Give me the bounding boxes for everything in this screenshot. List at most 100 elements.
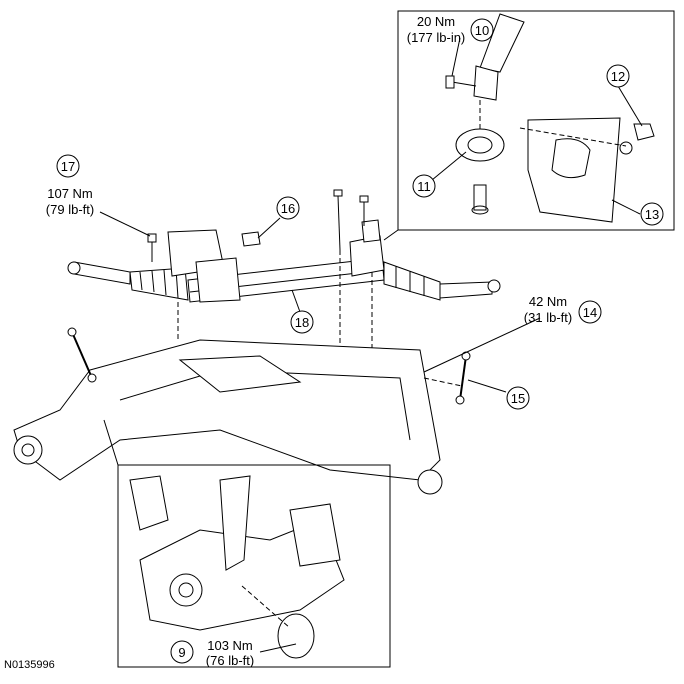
subframe-section (289, 503, 341, 567)
mounting-bolt-shank (337, 195, 341, 251)
subframe-crossmember (119, 369, 411, 441)
callout-circle (506, 386, 530, 410)
leader-line-18 (291, 289, 301, 313)
callout-number: 12 (611, 69, 625, 84)
leader-line-16 (257, 217, 281, 239)
pinion-shaft (473, 184, 487, 211)
callout-14: 14 (578, 300, 602, 324)
alignment-line (241, 585, 291, 629)
figure-id: N0135996 (4, 659, 55, 671)
inset-frame (117, 464, 391, 668)
callout-circle (170, 640, 194, 664)
subframe-bushing-left-inner (21, 443, 35, 457)
inset-pointer (103, 419, 119, 466)
torque-specs: 20 Nm (177 lb-in) 107 Nm (79 lb-ft) 42 N… (46, 14, 572, 668)
callout-9: 9 (170, 640, 194, 664)
callout-number: 18 (295, 315, 309, 330)
knuckle-part (129, 475, 169, 531)
callout-number: 16 (281, 201, 295, 216)
callout-number: 13 (645, 207, 659, 222)
callout-circle (470, 18, 494, 42)
left-tie-rod (73, 261, 131, 285)
electrical-connector (241, 231, 261, 247)
subframe-bushing-right (417, 469, 443, 495)
inset-frame (397, 10, 675, 231)
callout-number: 10 (475, 23, 489, 38)
ball-joint (169, 573, 203, 607)
right-tie-rod-end (487, 279, 501, 293)
leader-line-15 (467, 379, 507, 393)
alignment-line (519, 127, 627, 147)
mounting-bolt (333, 189, 343, 197)
washer (619, 141, 633, 155)
pinion-end (471, 205, 489, 215)
leader-line-9 (259, 643, 297, 653)
stabilizer-link-end (67, 327, 77, 337)
right-tie-rod (439, 281, 493, 299)
leader-line-14 (423, 317, 541, 373)
subframe-panel (178, 355, 302, 393)
callout-circle (578, 300, 602, 324)
u-joint (473, 65, 499, 101)
torque-imperial-9: (76 lb-ft) (206, 653, 254, 668)
inset-ball-joint-detail (117, 464, 391, 668)
pinion-input (361, 219, 381, 243)
callout-17: 17 (56, 154, 80, 178)
alignment-line (423, 377, 463, 387)
strut-bracket (219, 475, 251, 571)
boot-rib (151, 270, 155, 293)
torque-imperial-10: (177 lb-in) (407, 30, 466, 45)
torque-imperial-17: (79 lb-ft) (46, 202, 94, 217)
torque-metric-9: 103 Nm (207, 638, 253, 653)
callout-number: 11 (417, 179, 431, 194)
torque-metric-10: 20 Nm (417, 14, 455, 29)
callout-circle (412, 174, 436, 198)
stabilizer-link-right (459, 355, 467, 401)
leader-line-10 (451, 37, 461, 77)
callout-number: 15 (511, 391, 525, 406)
callout-number: 14 (583, 305, 597, 320)
callout-12: 12 (606, 64, 630, 88)
leader-line-13 (611, 199, 641, 215)
callouts: 10 12 11 13 17 16 18 14 (56, 18, 664, 664)
intermediate-shaft (479, 13, 525, 73)
callout-circle (606, 64, 630, 88)
seal-ring (455, 128, 505, 162)
stabilizer-link-end (87, 373, 97, 383)
assist-gear-housing (195, 257, 241, 303)
callout-circle (290, 310, 314, 334)
callout-13: 13 (640, 202, 664, 226)
mounting-bolt (359, 195, 369, 203)
leader-line-17 (99, 211, 151, 237)
nut (633, 123, 655, 141)
callout-circle (56, 154, 80, 178)
callout-10: 10 (470, 18, 494, 42)
callout-15: 15 (506, 386, 530, 410)
ball-joint-stud (178, 582, 194, 598)
leader-lines (99, 37, 643, 653)
inset-coupling-detail (397, 10, 675, 231)
callout-number: 17 (61, 159, 75, 174)
seal-inner (467, 136, 493, 154)
torque-metric-14: 42 Nm (529, 294, 567, 309)
heat-shield-opening (551, 138, 591, 179)
callout-11: 11 (412, 174, 436, 198)
heat-shield (527, 117, 621, 223)
stabilizer-link-end (461, 351, 471, 361)
inset-pointer (383, 229, 399, 241)
torque-imperial-14: (31 lb-ft) (524, 310, 572, 325)
stabilizer-link-left (71, 331, 93, 379)
boot-rib (139, 271, 143, 291)
torque-metric-17: 107 Nm (47, 186, 93, 201)
front-subframe (13, 327, 471, 495)
callout-circle (640, 202, 664, 226)
callout-18: 18 (290, 310, 314, 334)
pinch-bolt-head (445, 75, 455, 89)
steering-gear-assembly (67, 189, 501, 348)
callout-circle (276, 196, 300, 220)
boot-rib (163, 269, 167, 296)
leader-line-11 (431, 151, 467, 181)
stabilizer-link-end (455, 395, 465, 405)
right-bellows-boot (383, 261, 441, 301)
